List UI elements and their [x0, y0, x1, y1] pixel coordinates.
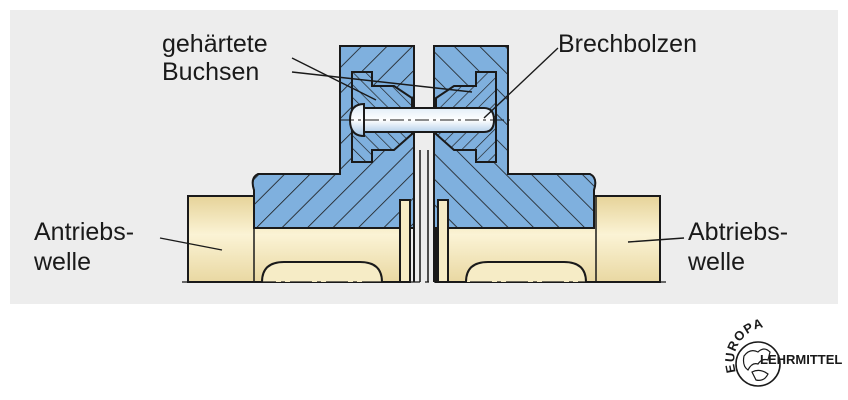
shear-bolt: [340, 102, 510, 138]
bushings-label-line2: Buchsen: [162, 58, 259, 86]
drive-shaft-label-line1: Antriebs-: [34, 218, 134, 246]
output-shaft-label-line2: welle: [687, 248, 745, 276]
output-shaft-label-line1: Abtriebs-: [688, 218, 788, 246]
leader-lines: [159, 47, 685, 251]
bushings-label-line1: gehärtete: [162, 30, 268, 58]
coupling-gap: [414, 46, 434, 282]
logo-name-text: LEHRMITTEL: [760, 352, 842, 367]
drive-shaft-label-line2: welle: [33, 248, 91, 276]
shear-bolt-label: Brechbolzen: [558, 30, 697, 58]
europa-lehrmittel-logo: EUROPA LEHRMITTEL: [722, 315, 842, 387]
